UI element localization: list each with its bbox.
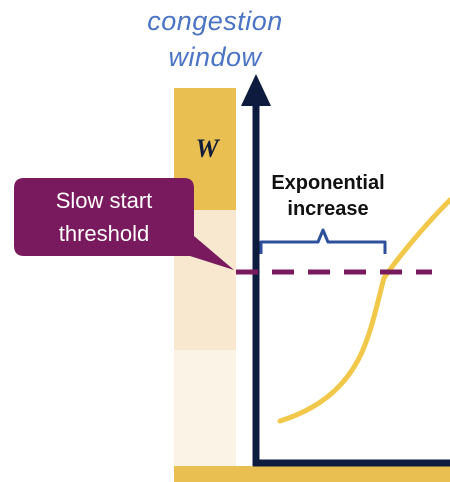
window-bar-bottom	[174, 350, 236, 468]
congestion-window-curve	[277, 197, 450, 424]
exponential-label-line2: increase	[287, 198, 369, 220]
exponential-label-line1: Exponential	[271, 172, 385, 194]
y-axis-title-line2: window	[168, 42, 262, 72]
y-axis-arrow-icon	[241, 74, 271, 106]
baseline-strip	[174, 466, 450, 482]
threshold-label-line2: threshold	[58, 221, 150, 246]
threshold-label-line1: Slow start	[55, 188, 153, 213]
exponential-brace	[259, 228, 387, 254]
y-axis-title-line1: congestion	[147, 6, 283, 36]
threshold-callout-bubble	[14, 178, 234, 270]
window-label: W	[195, 134, 219, 163]
